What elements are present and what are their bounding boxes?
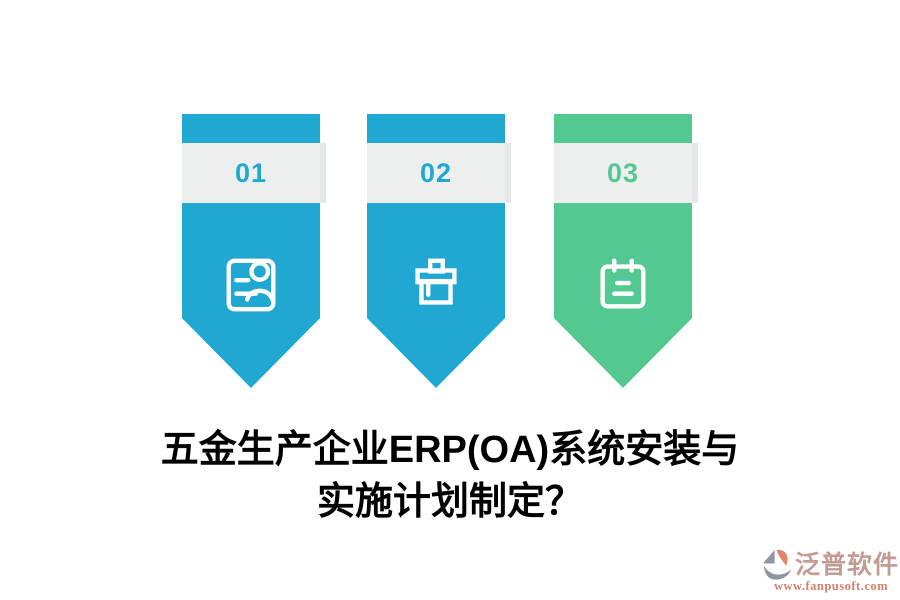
watermark: 泛普软件 www.fanpusoft.com xyxy=(760,547,900,594)
title-line-1: 五金生产企业ERP(OA)系统安装与 xyxy=(160,429,740,471)
id-card-icon xyxy=(226,258,276,312)
brush-icon xyxy=(415,258,457,305)
title-line-2: 实施计划制定？ xyxy=(316,481,583,523)
calendar-note-icon xyxy=(600,258,646,309)
step-number: 03 xyxy=(606,157,640,188)
pennant-step-1: 01 xyxy=(182,114,326,388)
step-number: 01 xyxy=(234,157,268,188)
pennant-1-header-strip xyxy=(182,114,320,143)
step-number: 02 xyxy=(419,157,453,188)
pennant-3-header-strip xyxy=(554,114,692,143)
watermark-url-text: www.fanpusoft.com xyxy=(773,579,889,593)
pennant-step-3: 03 xyxy=(554,114,698,388)
pennant-2-body xyxy=(367,203,505,388)
fanpu-logo-icon xyxy=(762,549,792,580)
pennant-1-number-band: 01 xyxy=(182,143,326,203)
pennant-step-2: 02 xyxy=(367,114,511,388)
pennant-1-body xyxy=(182,203,320,388)
pennant-2-header-strip xyxy=(367,114,505,143)
watermark-brand-text: 泛普软件 xyxy=(795,550,900,579)
page-title: 五金生产企业ERP(OA)系统安装与 实施计划制定？ xyxy=(0,424,900,528)
pennant-3-body xyxy=(554,203,692,388)
pennant-3-number-band: 03 xyxy=(554,143,698,203)
pennant-2-number-band: 02 xyxy=(367,143,511,203)
